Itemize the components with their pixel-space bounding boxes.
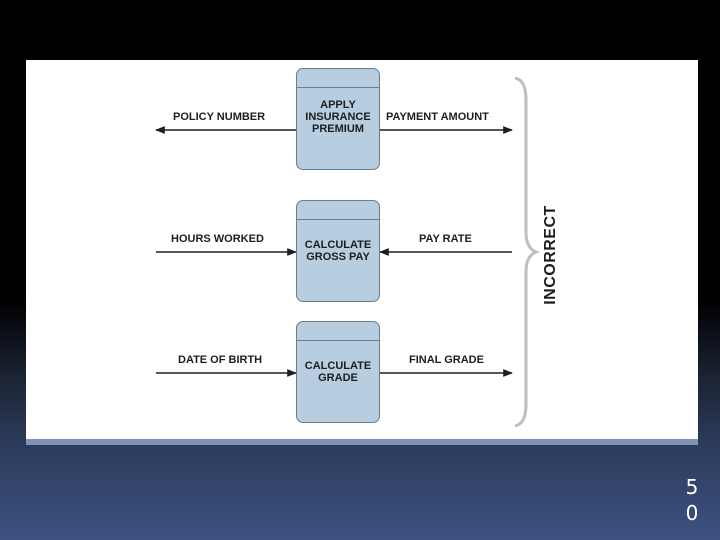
flow-label-date-of-birth: DATE OF BIRTH (178, 354, 263, 366)
process-calculate-grade: CALCULATE GRADE (296, 321, 380, 423)
process-label: CALCULATE GROSS PAY (304, 239, 372, 263)
flow-label-final-grade: FINAL GRADE (409, 354, 484, 366)
curly-bracket (514, 76, 541, 428)
flow-label-payment-amount: PAYMENT AMOUNT (386, 111, 489, 123)
process-apply-insurance-premium: APPLY INSURANCE PREMIUM (296, 68, 380, 170)
process-calculate-gross-pay: CALCULATE GROSS PAY (296, 200, 380, 302)
flow-label-hours-worked: HOURS WORKED (171, 233, 264, 245)
slide-number: 5 0 (685, 475, 699, 525)
process-id-tab (297, 322, 379, 341)
panel-bottom-edge (26, 439, 698, 445)
process-label: CALCULATE GRADE (304, 360, 372, 384)
incorrect-label: INCORRECT (542, 205, 559, 305)
flow-label-policy-number: POLICY NUMBER (173, 111, 266, 123)
process-id-tab (297, 201, 379, 220)
flow-label-pay-rate: PAY RATE (419, 233, 472, 245)
process-id-tab (297, 69, 379, 88)
process-label: APPLY INSURANCE PREMIUM (305, 99, 371, 135)
